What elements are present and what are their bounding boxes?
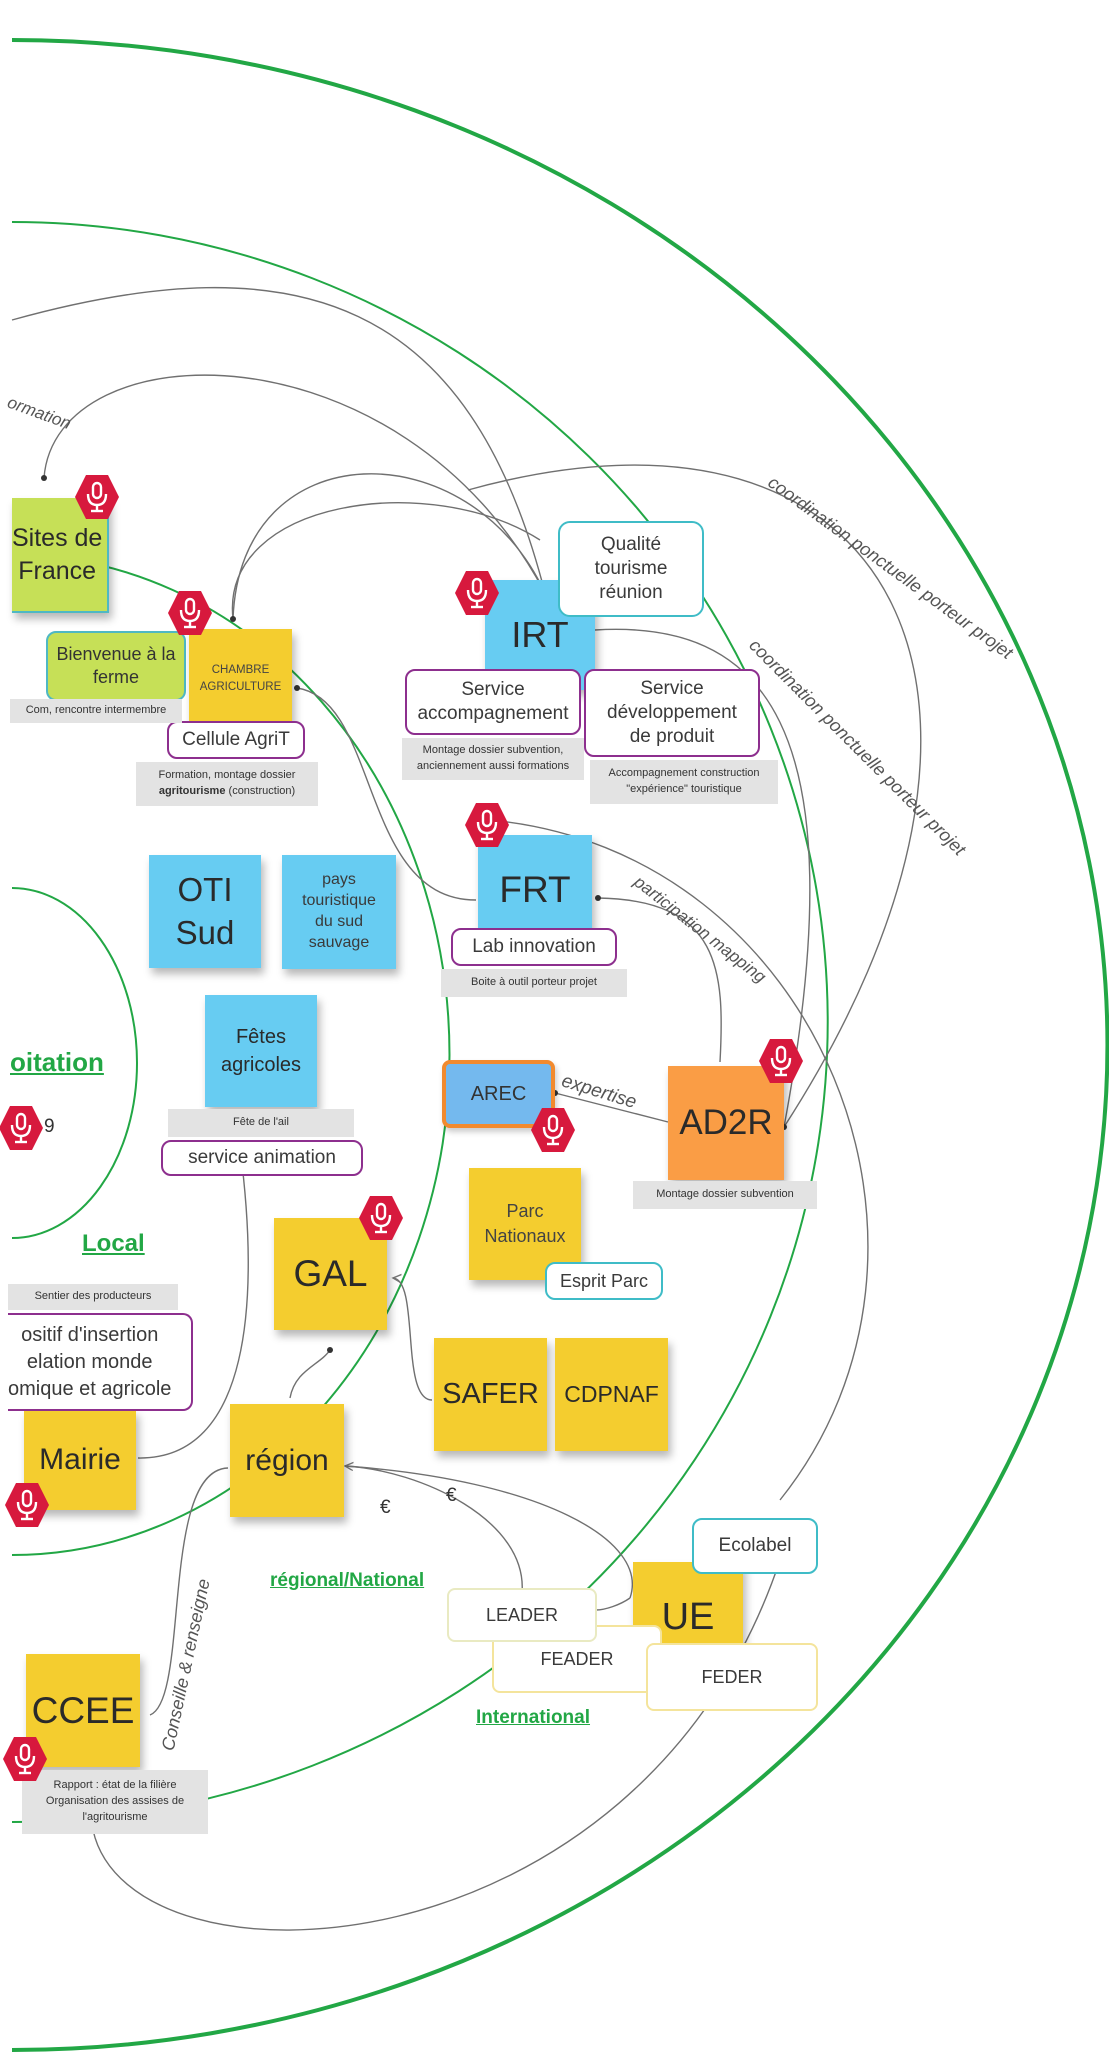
tag-esprit-parc[interactable]: Esprit Parc bbox=[545, 1262, 663, 1300]
zone-label-regional-national: régional/National bbox=[270, 1570, 425, 1591]
edge-frt-loop bbox=[489, 819, 869, 1501]
node-gal[interactable]: GAL bbox=[274, 1218, 387, 1330]
node-partial-count: 9 bbox=[44, 1116, 55, 1137]
node-fetes-agricoles[interactable]: Fêtes agricoles bbox=[205, 995, 317, 1107]
microphone-icon[interactable] bbox=[356, 1193, 406, 1243]
tag-service-developpement[interactable]: Service développement de produit bbox=[584, 669, 760, 757]
ring-exploitation bbox=[11, 887, 138, 1239]
edge-sites-formation bbox=[43, 374, 546, 594]
note-rapport: Rapport : état de la filière Organisatio… bbox=[22, 1770, 208, 1834]
note-com-rencontre: Com, rencontre intermembre bbox=[10, 699, 182, 723]
tag-cellule-agrit[interactable]: Cellule AgriT bbox=[167, 721, 305, 759]
ring-regional bbox=[11, 221, 829, 1823]
tag-service-accompagnement[interactable]: Service accompagnement bbox=[405, 669, 581, 735]
microphone-icon[interactable] bbox=[452, 568, 502, 618]
tag-service-animation[interactable]: service animation bbox=[161, 1140, 363, 1176]
microphone-icon[interactable] bbox=[462, 800, 512, 850]
edge-region-gal bbox=[289, 1349, 331, 1399]
edge-safer-gal bbox=[393, 1278, 433, 1401]
edge-sites-irt bbox=[11, 287, 546, 594]
zone-label-exploitation: oitation bbox=[10, 1047, 104, 1077]
note-boite-outil: Boite à outil porteur projet bbox=[441, 969, 627, 997]
edge-ccee-region bbox=[149, 1467, 229, 1716]
note-formation-montage-line1: Formation, montage dossier bbox=[158, 769, 296, 782]
edge-ue-leader bbox=[595, 1597, 631, 1611]
note-fete-ail: Fête de l'ail bbox=[168, 1109, 354, 1137]
edge-ccee-loop bbox=[92, 1559, 781, 1931]
edge-coordination-outer bbox=[467, 464, 922, 1128]
node-ccee[interactable]: CCEE bbox=[26, 1654, 140, 1767]
zone-label-international: International bbox=[476, 1707, 591, 1728]
note-sentier-producteurs: Sentier des producteurs bbox=[8, 1284, 178, 1310]
microphone-icon[interactable] bbox=[72, 472, 122, 522]
edge-arec-ad2r bbox=[554, 1092, 669, 1123]
node-frt[interactable]: FRT bbox=[478, 835, 592, 945]
edge-label-euro-2: € bbox=[446, 1485, 457, 1506]
tag-leader[interactable]: LEADER bbox=[447, 1588, 597, 1642]
node-cdpnaf[interactable]: CDPNAF bbox=[555, 1338, 668, 1451]
microphone-icon[interactable] bbox=[0, 1103, 46, 1153]
tag-feder[interactable]: FEDER bbox=[646, 1643, 818, 1711]
node-chambre-agriculture[interactable]: CHAMBRE AGRICULTURE bbox=[189, 629, 292, 729]
tag-dispositif-insertion[interactable]: ositif d'insertion elation monde omique … bbox=[8, 1313, 193, 1411]
node-region[interactable]: région bbox=[230, 1404, 344, 1517]
edge-chambre-irt-2 bbox=[231, 502, 541, 620]
node-arec[interactable]: AREC bbox=[442, 1060, 555, 1128]
note-montage-subvention: Montage dossier subvention bbox=[633, 1181, 817, 1209]
edge-irt-ad2r bbox=[594, 628, 811, 1128]
microphone-icon[interactable] bbox=[165, 588, 215, 638]
microphone-icon[interactable] bbox=[528, 1105, 578, 1155]
node-ad2r[interactable]: AD2R bbox=[668, 1066, 784, 1180]
note-formation-montage: Formation, montage dossier agritourisme … bbox=[136, 762, 318, 806]
edge-leader-region bbox=[344, 1465, 523, 1594]
note-formation-montage-rest: (construction) bbox=[225, 785, 296, 797]
note-accompagnement-construction: Accompagnement construction "expérience"… bbox=[590, 760, 778, 804]
note-formation-montage-bold: agritourisme bbox=[158, 785, 226, 797]
edge-ue-region bbox=[345, 1466, 633, 1599]
edge-fetes-mairie bbox=[137, 1147, 249, 1459]
node-safer[interactable]: SAFER bbox=[434, 1338, 547, 1451]
edge-frt-ad2r bbox=[597, 897, 722, 1063]
tag-ecolabel[interactable]: Ecolabel bbox=[692, 1518, 818, 1574]
edge-chambre-frt bbox=[296, 687, 477, 901]
microphone-icon[interactable] bbox=[756, 1036, 806, 1086]
node-oti-sud[interactable]: OTI Sud bbox=[149, 855, 261, 968]
edge-chambre-irt bbox=[232, 473, 546, 620]
edge-label-euro-1: € bbox=[380, 1497, 391, 1518]
node-pays-touristique[interactable]: pays touristique du sud sauvage bbox=[282, 855, 396, 969]
note-montage-subvention-formations: Montage dossier subvention, anciennement… bbox=[402, 738, 584, 780]
node-bienvenue-a-la-ferme[interactable]: Bienvenue à la ferme bbox=[46, 631, 186, 701]
zone-label-local: Local bbox=[82, 1230, 145, 1257]
microphone-icon[interactable] bbox=[2, 1480, 52, 1530]
note-formation-montage-line2: agritourisme (construction) bbox=[159, 784, 295, 800]
node-parc-nationaux[interactable]: Parc Nationaux bbox=[469, 1168, 581, 1280]
tag-lab-innovation[interactable]: Lab innovation bbox=[451, 928, 617, 966]
tag-qualite-tourisme[interactable]: Qualité tourisme réunion bbox=[558, 521, 704, 617]
microphone-icon[interactable] bbox=[0, 1734, 50, 1784]
ring-international bbox=[11, 38, 1109, 2052]
ring-local bbox=[11, 554, 451, 1556]
